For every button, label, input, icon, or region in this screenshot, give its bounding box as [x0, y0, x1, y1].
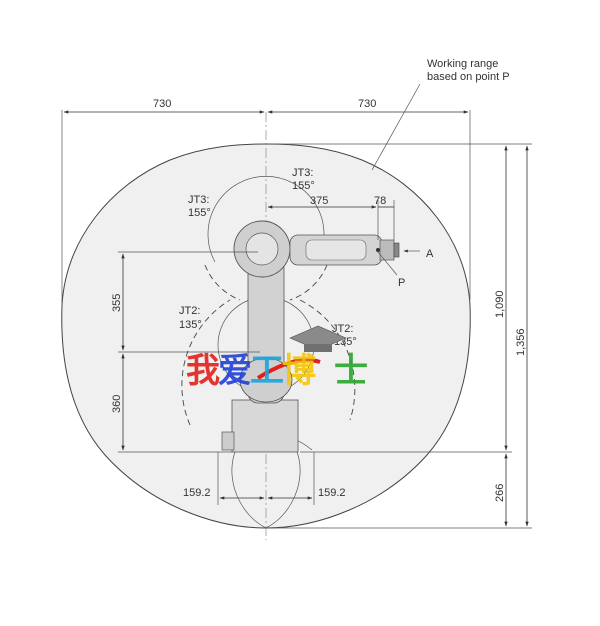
- dimension-base-height-label: 360: [111, 395, 123, 413]
- jt2-left-label: JT2:: [179, 305, 200, 317]
- jt3-dashed-arc-right: [289, 264, 328, 301]
- dimension-right-reach-label: 730: [358, 98, 376, 110]
- robot-illustration: [221, 220, 400, 453]
- dimension-total-height-label: 1,356: [515, 328, 527, 356]
- dimension-arm-length-label: 375: [310, 195, 328, 207]
- watermark-logo: 我 爱 工 博 士: [186, 325, 368, 391]
- jt3-left-angle: 155°: [188, 207, 211, 219]
- working-range-leader: [371, 83, 421, 171]
- jt2-left-angle: 135°: [179, 319, 202, 331]
- svg-text:博: 博: [282, 351, 316, 391]
- working-range-label-line1: Working range: [427, 58, 498, 70]
- point-a-label: A: [426, 248, 434, 260]
- jt2-range-arc-left: [181, 299, 231, 426]
- lower-lobe-right: [265, 451, 301, 529]
- lower-lobe-left: [231, 451, 267, 529]
- dimension-base-left-label: 159.2: [183, 487, 211, 499]
- jt2-range-arc-right: [299, 299, 356, 421]
- svg-text:工: 工: [250, 351, 284, 391]
- dimension-lower-range-label: 266: [494, 484, 506, 502]
- point-p-label: P: [398, 277, 405, 289]
- working-range-label-line2: based on point P: [427, 71, 510, 83]
- dimension-left-reach-label: 730: [153, 98, 171, 110]
- dimension-upper-range-label: 1,090: [494, 290, 506, 318]
- svg-text:士: 士: [334, 351, 368, 391]
- svg-text:爱: 爱: [218, 351, 252, 391]
- dimension-wrist-offset-label: 78: [374, 195, 386, 207]
- jt3-range-arc: [207, 176, 325, 263]
- jt3-dashed-arc: [204, 264, 241, 301]
- robot-base: [231, 399, 299, 453]
- dimension-base-right-label: 159.2: [318, 487, 346, 499]
- point-p-marker: [376, 248, 380, 252]
- jt3-right-angle: 155°: [292, 180, 315, 192]
- svg-text:我: 我: [186, 351, 220, 391]
- jt2-right-label: JT2:: [332, 323, 353, 335]
- dimension-upper-arm-label: 355: [111, 294, 123, 312]
- jt3-left-label: JT3:: [188, 194, 209, 206]
- jt3-right-label: JT3:: [292, 167, 313, 179]
